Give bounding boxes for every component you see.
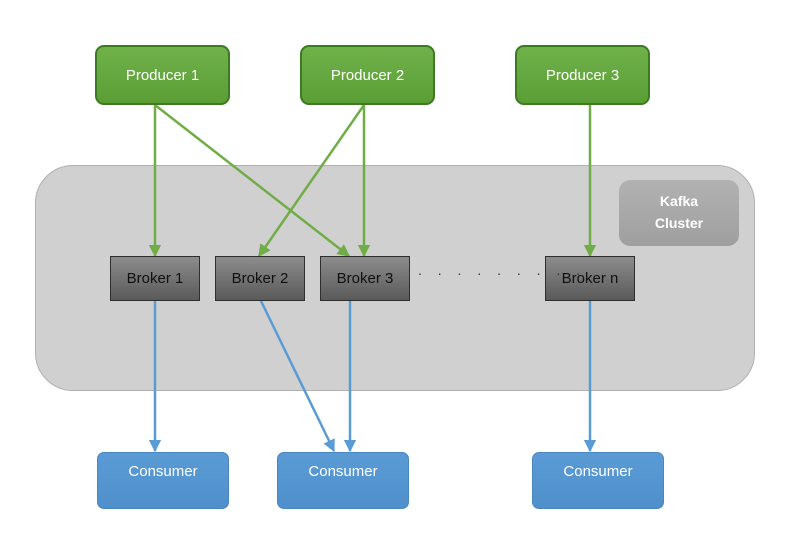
broker-ellipsis: . . . . . . . . .	[418, 262, 587, 278]
edge-producer-1-broker-3	[154, 104, 350, 257]
broker-1: Broker 1	[110, 256, 200, 301]
edge-producer-2-broker-2	[257, 104, 366, 258]
producer-1: Producer 1	[95, 45, 230, 105]
broker-2: Broker 2	[215, 256, 305, 301]
producer-2: Producer 2	[300, 45, 435, 105]
edge-broker-2-consumer-2	[259, 300, 336, 453]
broker-3: Broker 3	[320, 256, 410, 301]
broker-n: Broker n	[545, 256, 635, 301]
consumer-2: Consumer	[277, 452, 409, 509]
kafka-cluster-label: Kafka Cluster	[619, 180, 739, 246]
consumer-1: Consumer	[97, 452, 229, 509]
producer-3: Producer 3	[515, 45, 650, 105]
consumer-3: Consumer	[532, 452, 664, 509]
